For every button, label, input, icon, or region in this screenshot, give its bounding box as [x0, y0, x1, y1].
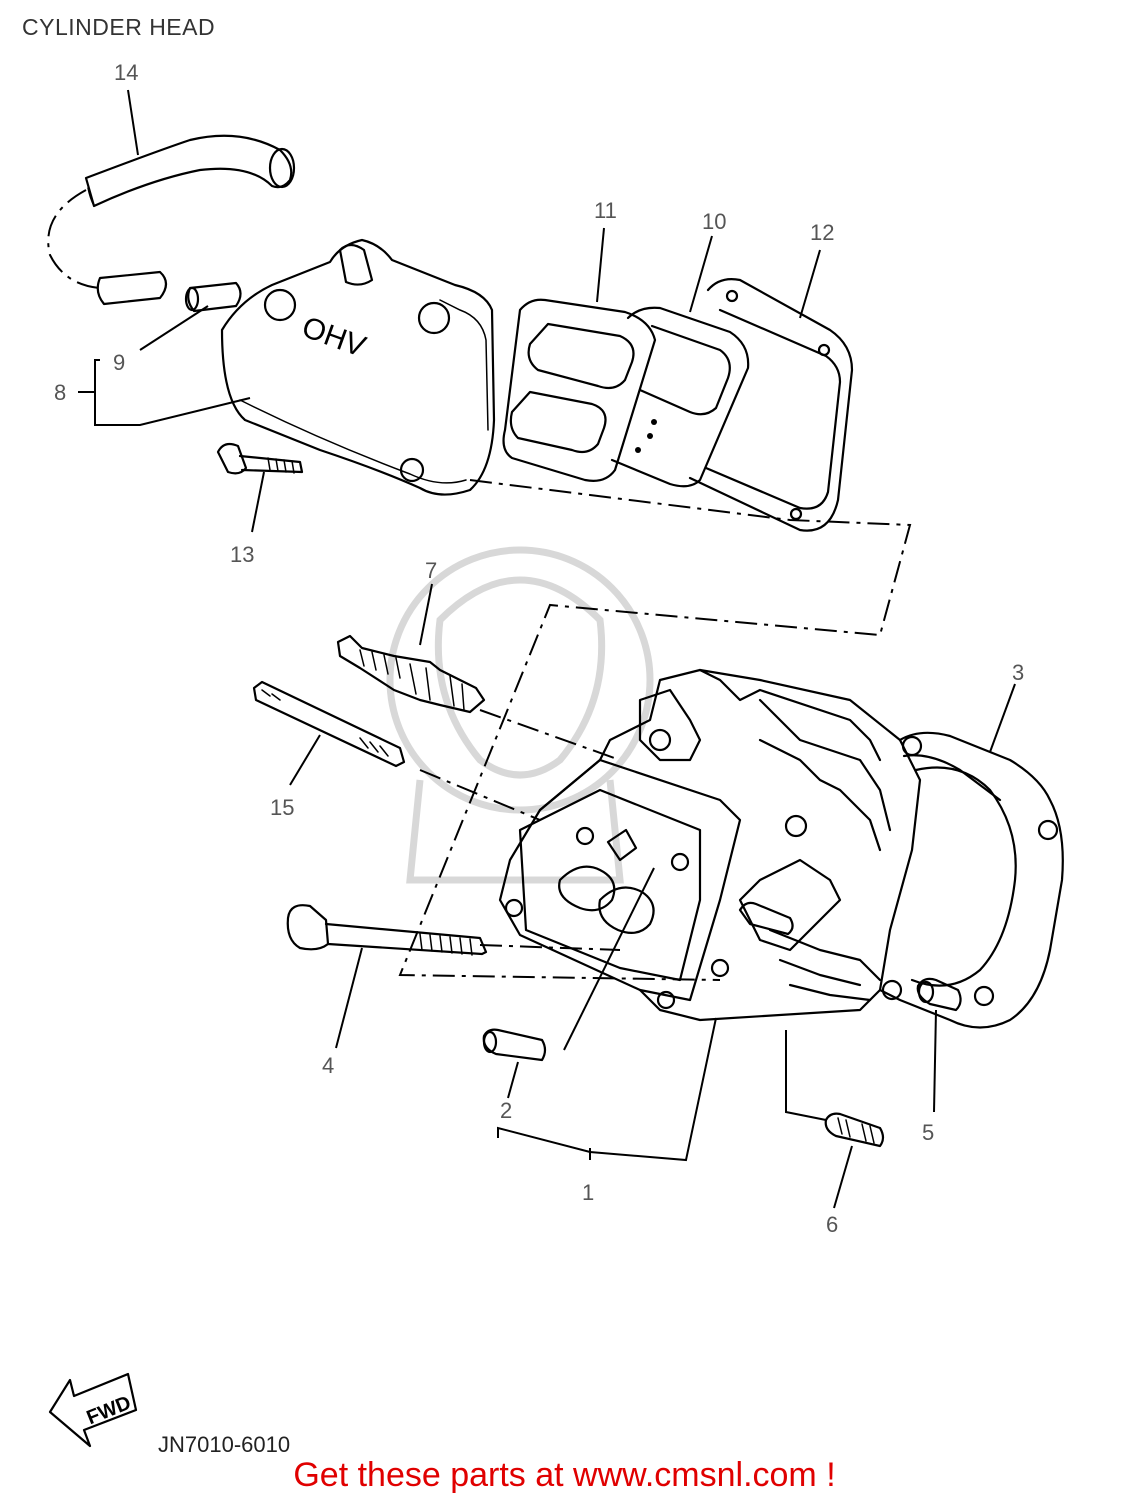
- diagram-code: JN7010-6010: [158, 1432, 291, 1457]
- callout-5: 5: [922, 1120, 934, 1145]
- callout-2: 2: [500, 1098, 512, 1123]
- part-13-bolt: [216, 442, 304, 475]
- watermark-logo: [386, 546, 654, 884]
- callout-15: 15: [270, 795, 294, 820]
- part-2-dowel-pin: [482, 1028, 547, 1062]
- callout-3: 3: [1012, 660, 1024, 685]
- callout-4: 4: [322, 1053, 334, 1078]
- part-5-dowel: [916, 977, 962, 1012]
- callout-10: 10: [702, 209, 726, 234]
- diagram-title: CYLINDER HEAD: [22, 14, 216, 40]
- footer-link-text[interactable]: Get these parts at www.cmsnl.com !: [293, 1456, 836, 1494]
- callout-12: 12: [810, 220, 834, 245]
- part-6-stud: [824, 1112, 885, 1148]
- callout-1: 1: [582, 1180, 594, 1205]
- alignment-lines: [398, 479, 912, 981]
- callout-13: 13: [230, 542, 254, 567]
- part-11-gasket: [502, 298, 657, 482]
- part-9-plug: [96, 270, 242, 313]
- callout-8: 8: [54, 380, 66, 405]
- part-8-head-cover: OHV: [220, 238, 496, 496]
- callout-7: 7: [425, 558, 437, 583]
- callout-6: 6: [826, 1212, 838, 1237]
- part-1-cylinder-head: [498, 668, 922, 1022]
- fwd-label: FWD: [84, 1392, 134, 1429]
- part-3-head-gasket: [878, 731, 1064, 1029]
- part-14-breather-hose: [47, 134, 296, 289]
- callout-labels: 1 2 3 4 5 6 7 8 9 10 11 12 13 14 15: [54, 60, 1024, 1237]
- leader-lines: [78, 89, 1016, 1209]
- callout-14: 14: [114, 60, 138, 85]
- callout-11: 11: [594, 198, 617, 223]
- part-4-bolt: [286, 904, 488, 956]
- part-7-spark-plug: [336, 634, 486, 714]
- fwd-arrow-icon: FWD: [48, 1372, 138, 1448]
- part-15-stud: [252, 680, 406, 768]
- svg-text:OHV: OHV: [298, 311, 370, 364]
- callout-9: 9: [113, 350, 125, 375]
- part-10-plate: [610, 306, 750, 488]
- part-12-gasket: [688, 278, 854, 532]
